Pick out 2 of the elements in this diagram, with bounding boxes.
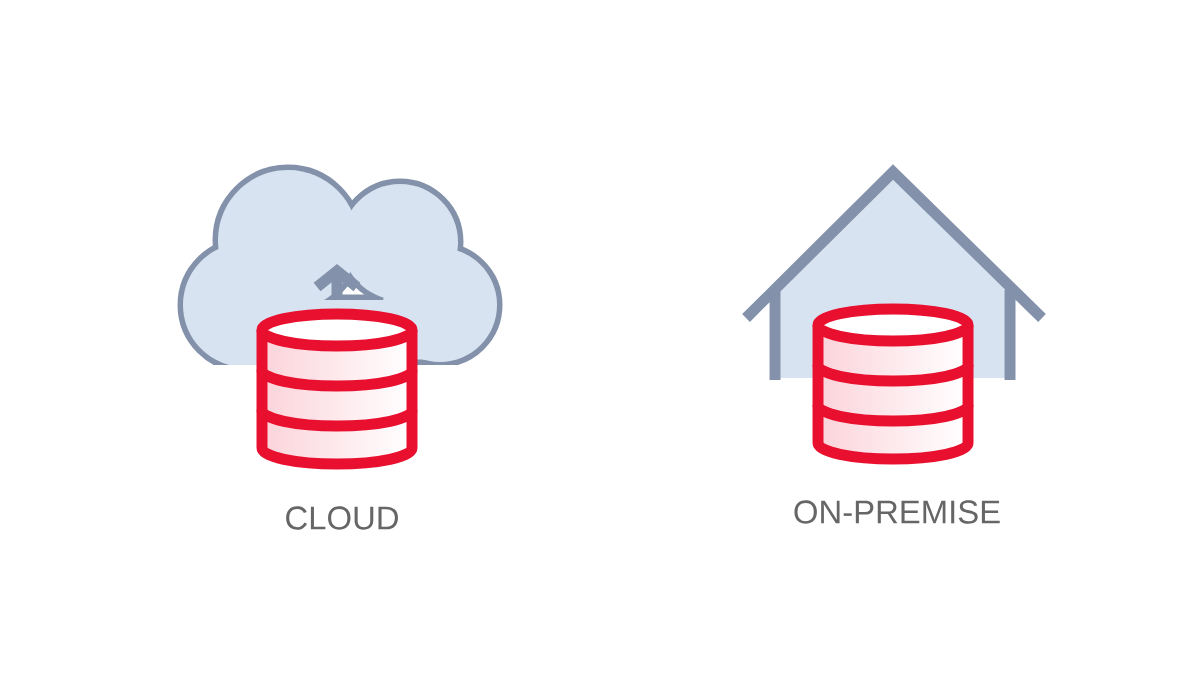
- caption-label: ON-PREMISE: [794, 500, 1000, 524]
- caption-label: CLOUD: [286, 506, 398, 530]
